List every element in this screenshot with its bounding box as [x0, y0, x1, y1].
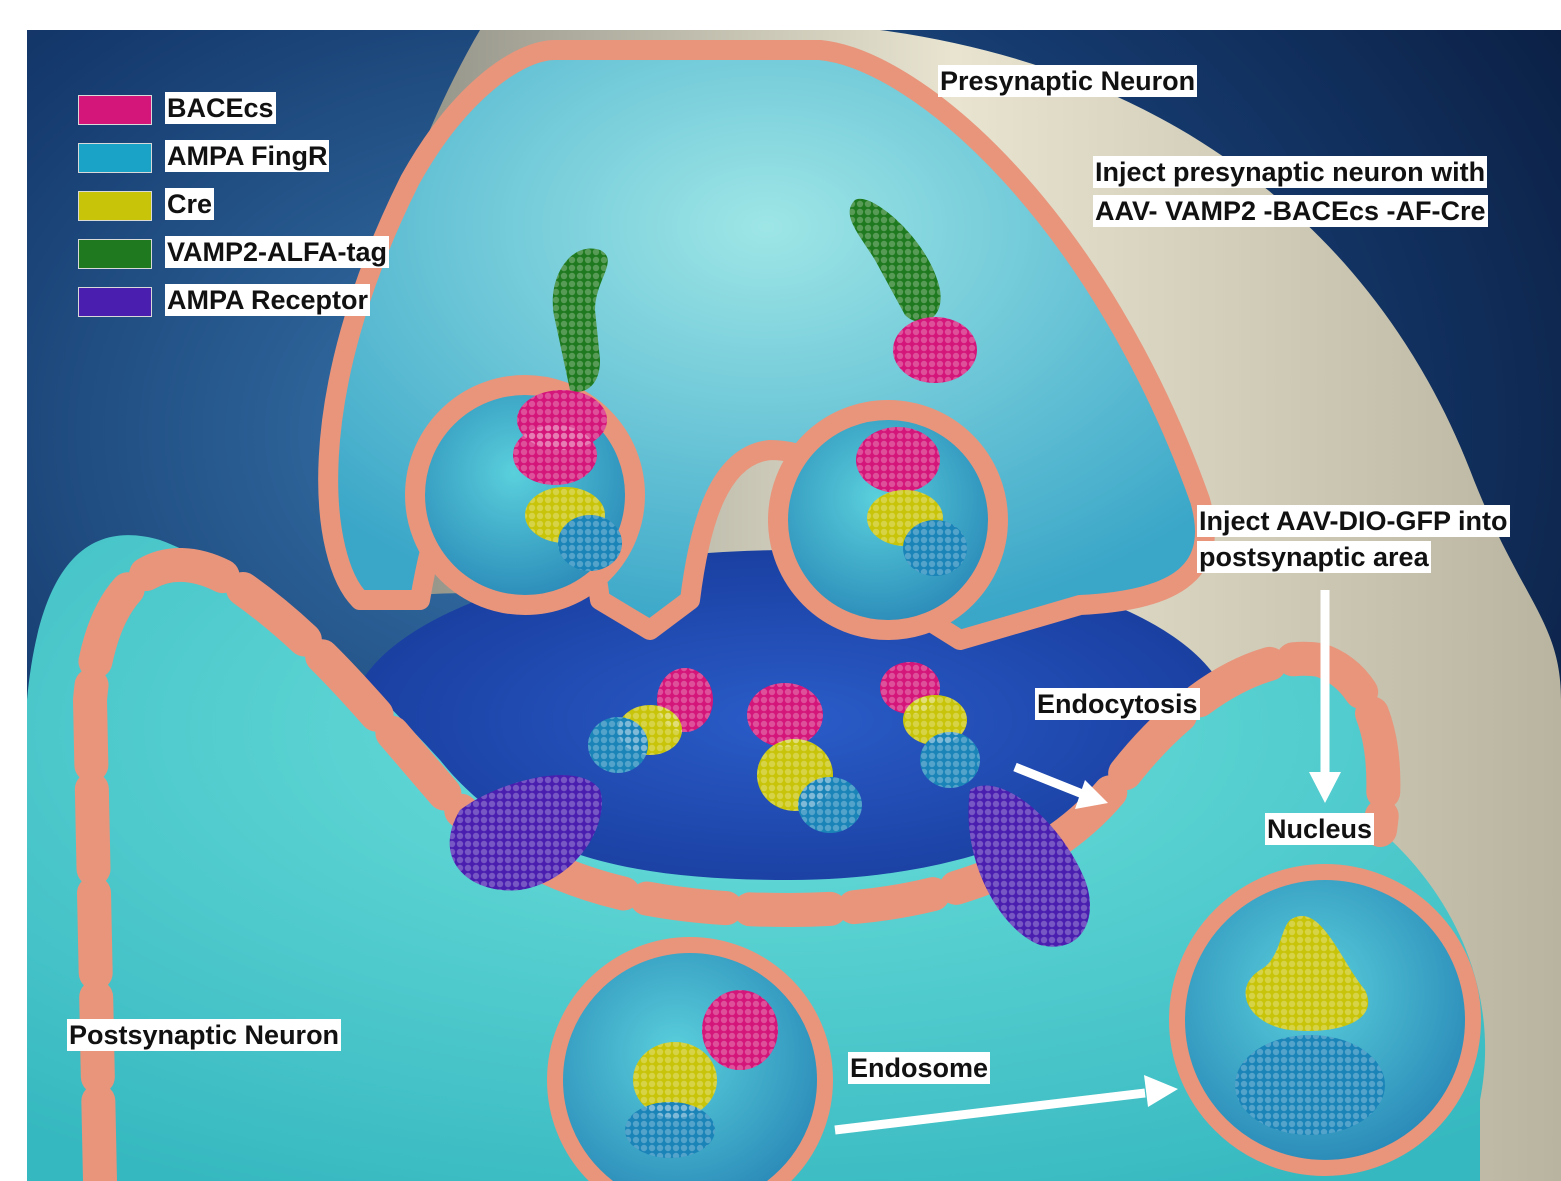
- label-inject-postsynaptic-line1: Inject AAV-DIO-GFP into: [1197, 505, 1510, 537]
- label-endocytosis: Endocytosis: [1035, 688, 1200, 720]
- legend-label: AMPA FingR: [165, 140, 329, 172]
- label-presynaptic-neuron: Presynaptic Neuron: [938, 65, 1197, 97]
- label-inject-postsynaptic-line2: postsynaptic area: [1197, 541, 1431, 573]
- label-inject-presynaptic-line1: Inject presynaptic neuron with: [1093, 156, 1487, 188]
- legend-swatch: [78, 95, 152, 125]
- label-endosome: Endosome: [848, 1052, 990, 1084]
- legend-label: Cre: [165, 188, 214, 220]
- legend-swatch: [78, 287, 152, 317]
- legend-swatch: [78, 191, 152, 221]
- label-postsynaptic-neuron: Postsynaptic Neuron: [67, 1019, 341, 1051]
- legend-label: BACEcs: [165, 92, 276, 124]
- label-nucleus: Nucleus: [1265, 813, 1374, 845]
- legend-label: VAMP2-ALFA-tag: [165, 236, 389, 268]
- legend-label: AMPA Receptor: [165, 284, 370, 316]
- label-inject-presynaptic-line2: AAV- VAMP2 -BACEcs -AF-Cre: [1093, 195, 1488, 227]
- legend-swatch: [78, 239, 152, 269]
- legend-swatch: [78, 143, 152, 173]
